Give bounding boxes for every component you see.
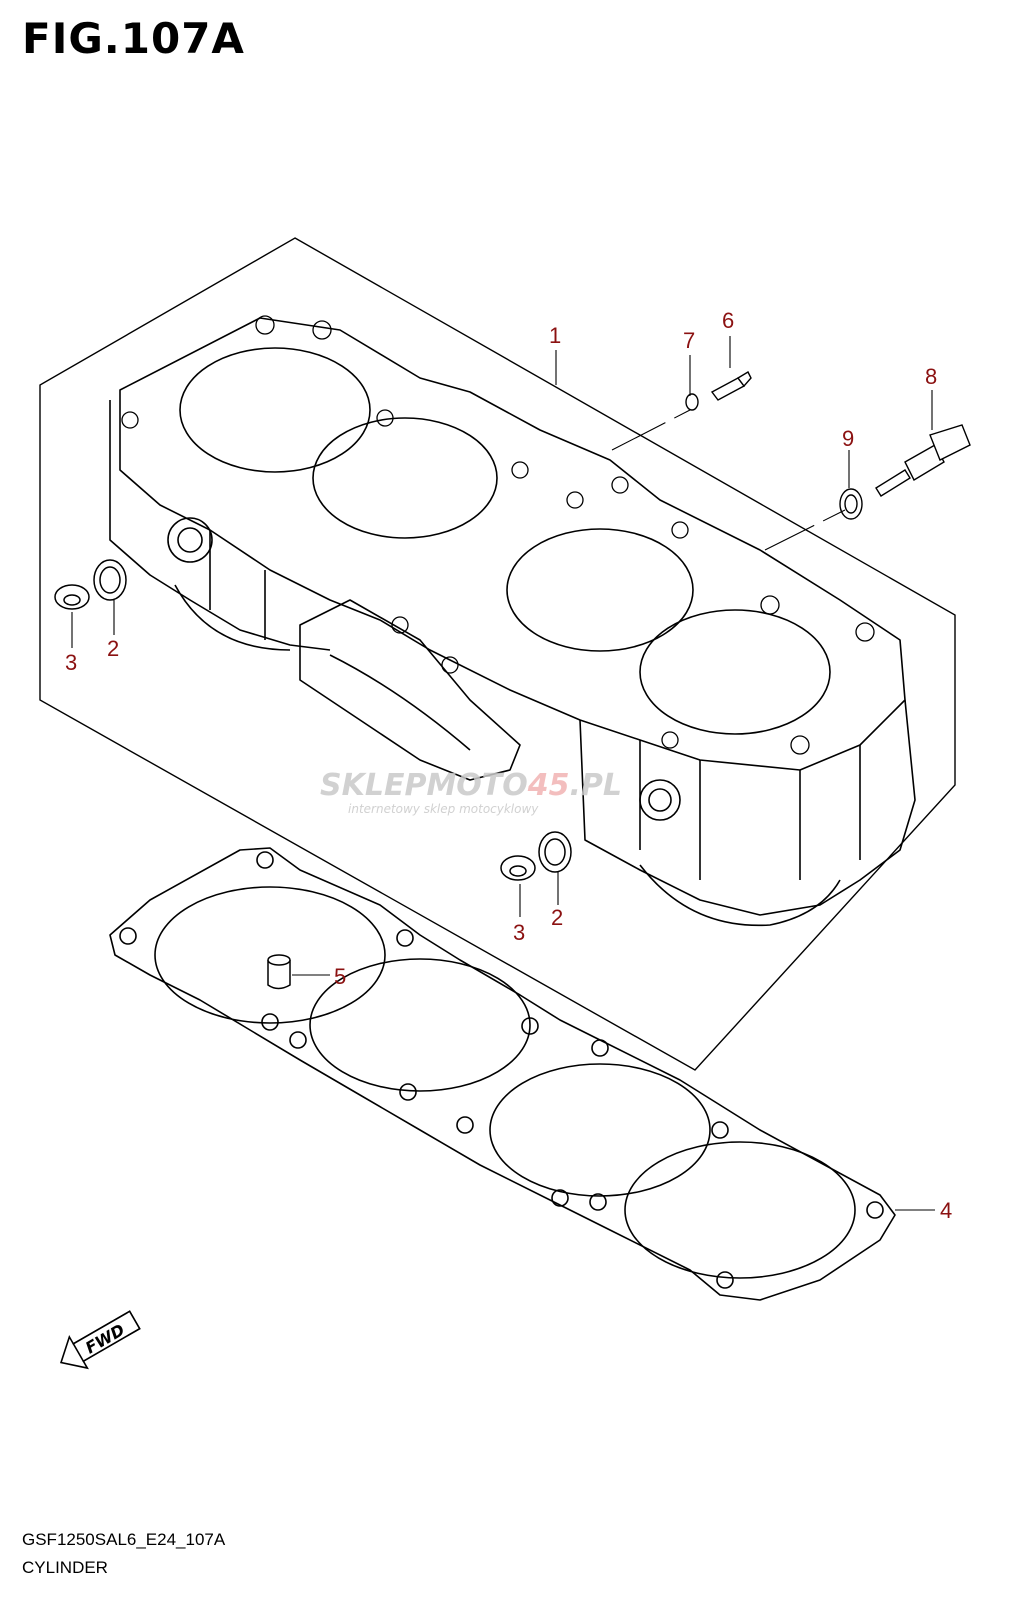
figure-name: CYLINDER xyxy=(22,1558,108,1577)
fwd-arrow-icon: FWD xyxy=(59,1310,141,1370)
callout-4: 4 xyxy=(940,1198,952,1223)
callout-1: 1 xyxy=(549,323,561,348)
watermark-brand-right: .PL xyxy=(570,768,623,803)
callout-5: 5 xyxy=(334,964,346,989)
leader-lines xyxy=(71,336,935,1211)
gasket-bore-2 xyxy=(309,958,531,1092)
figure-title: FIG.107A xyxy=(22,14,245,63)
plug-right xyxy=(500,855,536,881)
callout-3-right: 3 xyxy=(513,920,525,945)
assembly-boundary xyxy=(39,237,956,1071)
callout-2-right: 2 xyxy=(551,905,563,930)
callout-6: 6 xyxy=(722,308,734,333)
washer xyxy=(839,488,863,520)
watermark-brand-left: SKLEPMOTO xyxy=(320,768,528,803)
callout-9: 9 xyxy=(842,426,854,451)
gasket-bore-1 xyxy=(154,886,386,1024)
svg-text:SKLEPMOTO45.PL: SKLEPMOTO45.PL xyxy=(320,768,622,803)
watermark-brand-mid: 45 xyxy=(527,768,570,803)
cylinder-base-gasket xyxy=(109,847,896,1301)
bore-4 xyxy=(639,609,831,735)
deck-bolt-holes xyxy=(121,315,875,755)
union-fitting xyxy=(710,371,752,401)
callout-7: 7 xyxy=(683,328,695,353)
plug-left xyxy=(54,584,90,610)
gasket-bore-4 xyxy=(624,1141,856,1279)
gasket-bore-3 xyxy=(489,1063,711,1197)
o-ring xyxy=(685,393,699,411)
callout-labels: 1 2 3 2 3 4 5 6 7 8 9 xyxy=(65,308,952,1223)
gasket-left xyxy=(93,559,127,601)
callout-8: 8 xyxy=(925,364,937,389)
callout-3-left: 3 xyxy=(65,650,77,675)
callout-2-left: 2 xyxy=(107,636,119,661)
cylinder-bores xyxy=(179,347,831,735)
bore-1 xyxy=(179,347,371,473)
bore-3 xyxy=(506,528,694,652)
figure-code: GSF1250SAL6_E24_107A xyxy=(22,1530,226,1549)
temperature-sensor xyxy=(875,424,971,497)
watermark-tagline: internetowy sklep motocyklowy xyxy=(348,802,539,816)
bore-2 xyxy=(312,417,498,539)
watermark: SKLEPMOTO45.PL internetowy sklep motocyk… xyxy=(320,768,622,816)
dowel-pin xyxy=(267,954,291,990)
gasket-right xyxy=(538,831,572,873)
cylinder-block xyxy=(109,317,916,927)
